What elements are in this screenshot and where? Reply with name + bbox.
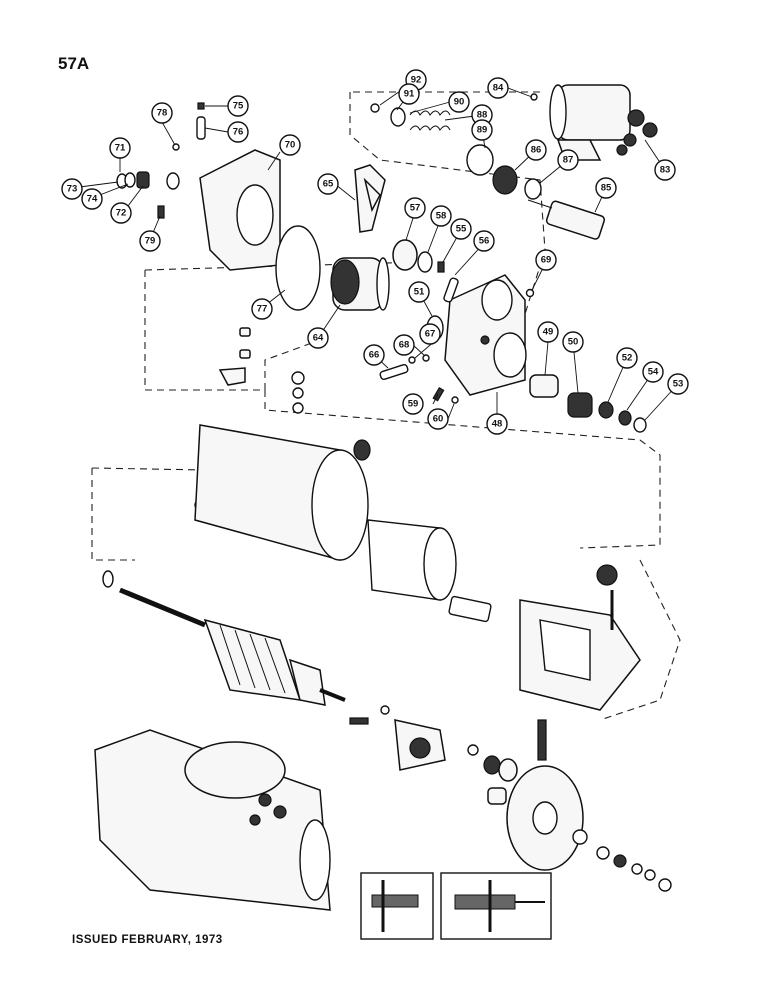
svg-text:51: 51 xyxy=(414,287,425,298)
svg-text:79: 79 xyxy=(145,236,156,247)
callout-54: 54 xyxy=(642,361,664,383)
callout-65: 65 xyxy=(317,173,339,195)
armature-part xyxy=(119,587,346,706)
svg-text:54: 54 xyxy=(648,367,659,378)
svg-text:75: 75 xyxy=(233,101,244,112)
svg-text:86: 86 xyxy=(531,145,542,156)
drive-housing-part xyxy=(199,149,321,311)
callout-74: 74 xyxy=(81,188,103,210)
svg-text:64: 64 xyxy=(313,333,324,344)
callout-73: 73 xyxy=(61,178,83,200)
callout-64: 64 xyxy=(307,327,329,349)
callout-79: 79 xyxy=(139,230,161,252)
callout-91: 91 xyxy=(398,83,420,105)
nose-housing-part xyxy=(444,274,527,396)
svg-text:57: 57 xyxy=(410,203,421,214)
callout-66: 66 xyxy=(363,344,385,366)
bushing-and-pin-parts xyxy=(116,102,206,219)
svg-text:48: 48 xyxy=(492,419,503,430)
end-cap-hardware xyxy=(572,829,672,892)
svg-text:53: 53 xyxy=(673,379,684,390)
callout-57: 57 xyxy=(404,197,426,219)
callout-87: 87 xyxy=(557,149,579,171)
spring-and-washers xyxy=(370,93,542,200)
svg-text:85: 85 xyxy=(601,183,612,194)
svg-text:56: 56 xyxy=(479,236,490,247)
svg-text:58: 58 xyxy=(436,211,447,222)
callout-75: 75 xyxy=(227,95,249,117)
plunger-part xyxy=(527,199,606,240)
callout-77: 77 xyxy=(251,298,273,320)
callout-68: 68 xyxy=(393,334,415,356)
callout-59: 59 xyxy=(402,393,424,415)
svg-text:70: 70 xyxy=(285,140,296,151)
callout-48: 48 xyxy=(486,413,508,435)
svg-text:83: 83 xyxy=(660,165,671,176)
svg-text:69: 69 xyxy=(541,255,552,266)
svg-text:59: 59 xyxy=(408,399,419,410)
brush-holder-parts xyxy=(349,705,584,871)
shift-lever-part xyxy=(354,164,386,233)
callout-69: 69 xyxy=(535,249,557,271)
callout-86: 86 xyxy=(525,139,547,161)
svg-text:71: 71 xyxy=(115,143,126,154)
svg-text:65: 65 xyxy=(323,179,334,190)
svg-text:89: 89 xyxy=(477,125,488,136)
svg-text:68: 68 xyxy=(399,340,410,351)
solenoid-part xyxy=(549,84,658,161)
svg-text:84: 84 xyxy=(493,83,504,94)
callout-56: 56 xyxy=(473,230,495,252)
callout-72: 72 xyxy=(110,202,132,224)
svg-text:92: 92 xyxy=(411,75,422,86)
callout-60: 60 xyxy=(427,408,449,430)
svg-text:67: 67 xyxy=(425,329,436,340)
svg-text:87: 87 xyxy=(563,155,574,166)
svg-text:49: 49 xyxy=(543,327,554,338)
svg-text:72: 72 xyxy=(116,208,127,219)
field-frame-part xyxy=(102,424,457,601)
callout-52: 52 xyxy=(616,347,638,369)
callout-49: 49 xyxy=(537,321,559,343)
svg-text:55: 55 xyxy=(456,224,467,235)
svg-text:50: 50 xyxy=(568,337,579,348)
callout-51: 51 xyxy=(408,281,430,303)
detail-inset-boxes xyxy=(360,872,552,940)
assembled-starter-view xyxy=(94,729,331,911)
svg-text:77: 77 xyxy=(257,304,268,315)
svg-text:88: 88 xyxy=(477,110,488,121)
svg-text:90: 90 xyxy=(454,97,465,108)
drive-pinion-part xyxy=(330,257,390,311)
issue-date-note: ISSUED FEBRUARY, 1973 xyxy=(72,934,223,946)
callout-85: 85 xyxy=(595,177,617,199)
callout-89: 89 xyxy=(471,119,493,141)
page-number-label: 57A xyxy=(58,54,90,73)
callout-84: 84 xyxy=(487,77,509,99)
callout-90: 90 xyxy=(448,91,470,113)
callout-53: 53 xyxy=(667,373,689,395)
callout-83: 83 xyxy=(654,159,676,181)
field-coil-part xyxy=(448,564,641,711)
callout-67: 67 xyxy=(419,323,441,345)
callout-50: 50 xyxy=(562,331,584,353)
svg-text:60: 60 xyxy=(433,414,444,425)
callout-76: 76 xyxy=(227,121,249,143)
callout-71: 71 xyxy=(109,137,131,159)
pin-parts xyxy=(379,354,459,404)
svg-text:74: 74 xyxy=(87,194,98,205)
callout-55: 55 xyxy=(450,218,472,240)
svg-text:73: 73 xyxy=(67,184,78,195)
callout-58: 58 xyxy=(430,205,452,227)
svg-text:76: 76 xyxy=(233,127,244,138)
callout-70: 70 xyxy=(279,134,301,156)
svg-text:66: 66 xyxy=(369,350,380,361)
svg-text:91: 91 xyxy=(404,89,415,100)
callout-78: 78 xyxy=(151,102,173,124)
bushing-parts xyxy=(529,374,647,433)
svg-text:78: 78 xyxy=(157,108,168,119)
svg-text:52: 52 xyxy=(622,353,633,364)
